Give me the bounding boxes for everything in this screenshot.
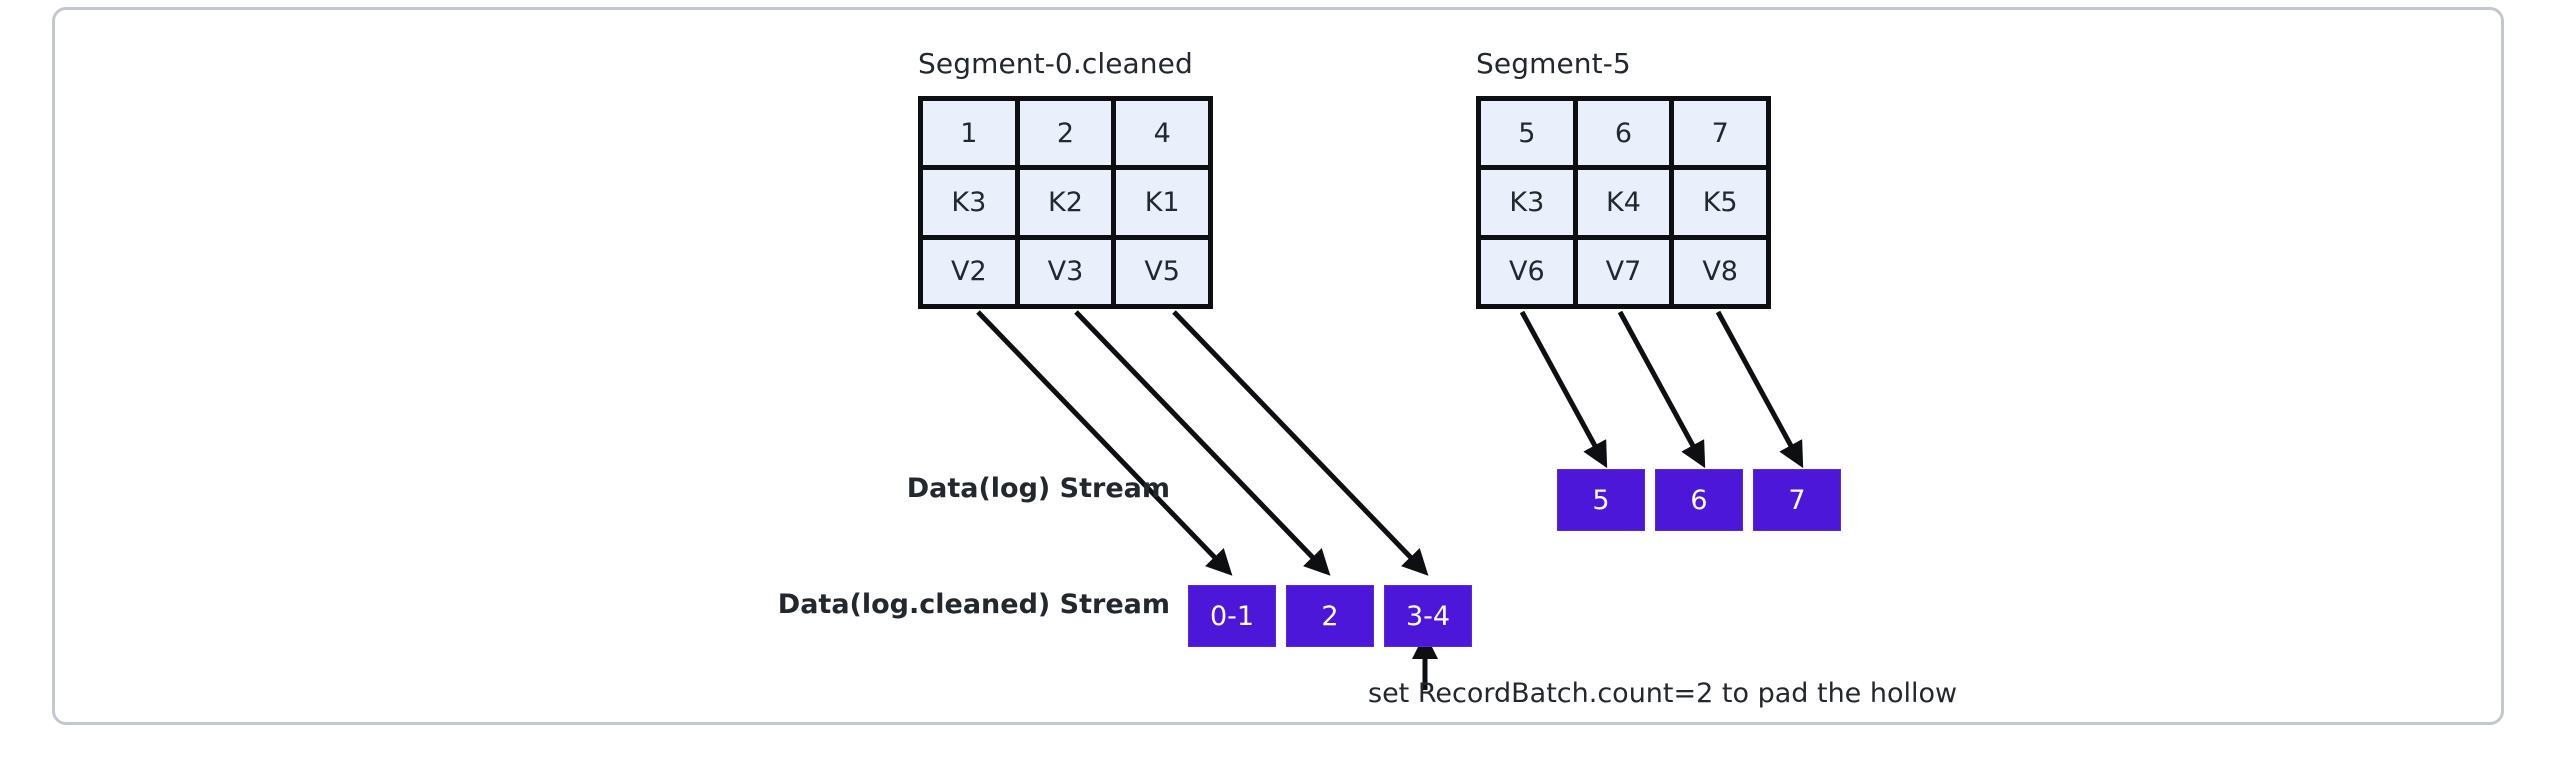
segment-0-cell-key-0: K3 [923, 170, 1015, 235]
segment-5-cell-value-1: V7 [1577, 239, 1670, 304]
batch-box-log-0[interactable]: 5 [1557, 469, 1645, 531]
segment-5-title: Segment-5 [1476, 47, 1631, 80]
batch-box-cleaned-1[interactable]: 2 [1286, 585, 1374, 647]
batch-row-log: 5 6 7 [1557, 469, 1841, 531]
segment-5-cell-offset-1: 6 [1577, 101, 1670, 166]
segment-5-cell-value-0: V6 [1481, 239, 1573, 304]
segment-5-cell-key-0: K3 [1481, 170, 1573, 235]
batch-box-log-2[interactable]: 7 [1753, 469, 1841, 531]
segment-0-table: 1 2 4 K3 K2 K1 V2 V3 V5 [918, 96, 1213, 309]
segment-0-cell-key-1: K2 [1019, 170, 1112, 235]
segment-5-cell-key-1: K4 [1577, 170, 1670, 235]
segment-5-cell-offset-2: 7 [1674, 101, 1766, 166]
segment-0-cell-key-2: K1 [1116, 170, 1208, 235]
segment-0-title: Segment-0.cleaned [918, 47, 1193, 80]
segment-0-cell-offset-2: 4 [1116, 101, 1208, 166]
stream-label-log-cleaned: Data(log.cleaned) Stream [777, 589, 1170, 620]
batch-box-log-1[interactable]: 6 [1655, 469, 1743, 531]
segment-0-cell-offset-1: 2 [1019, 101, 1112, 166]
batch-box-cleaned-0[interactable]: 0-1 [1188, 585, 1276, 647]
segment-5-cell-key-2: K5 [1674, 170, 1766, 235]
annotation-caption: set RecordBatch.count=2 to pad the hollo… [1368, 678, 1958, 709]
batch-box-cleaned-2[interactable]: 3-4 [1384, 585, 1472, 647]
segment-5-table: 5 6 7 K3 K4 K5 V6 V7 V8 [1476, 96, 1771, 309]
segment-0-cell-value-2: V5 [1116, 239, 1208, 304]
segment-0-cell-value-0: V2 [923, 239, 1015, 304]
segment-5-cell-value-2: V8 [1674, 239, 1766, 304]
segment-0-cell-value-1: V3 [1019, 239, 1112, 304]
batch-row-log-cleaned: 0-1 2 3-4 [1188, 585, 1472, 647]
stream-label-log: Data(log) Stream [906, 473, 1170, 504]
segment-5-cell-offset-0: 5 [1481, 101, 1573, 166]
segment-0-cell-offset-0: 1 [923, 101, 1015, 166]
